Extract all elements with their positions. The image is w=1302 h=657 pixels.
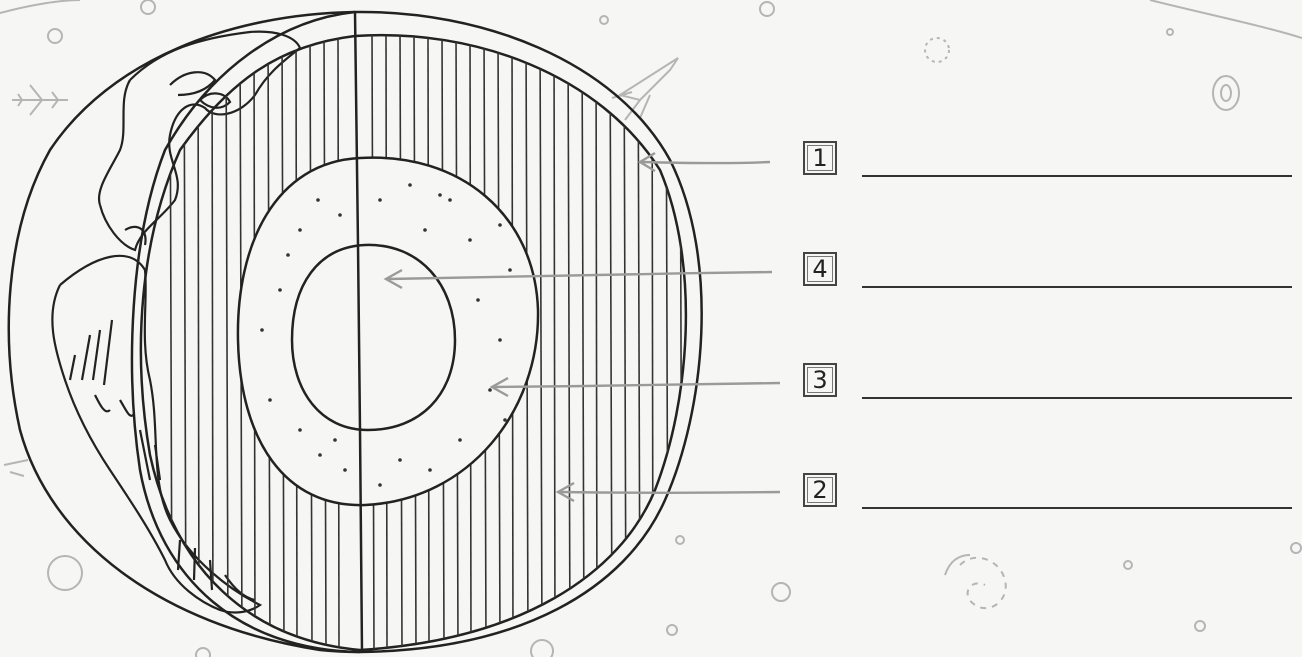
inner-core-boundary <box>292 245 455 430</box>
answer-line-mantle[interactable] <box>862 507 1292 509</box>
label-box-outer-core: 3 <box>803 363 837 397</box>
label-box-mantle: 2 <box>803 473 837 507</box>
answer-line-inner-core[interactable] <box>862 286 1292 288</box>
answer-line-outer-core[interactable] <box>862 397 1292 399</box>
answer-line-crust[interactable] <box>862 175 1292 177</box>
label-box-inner-core: 4 <box>803 252 837 286</box>
label-box-crust: 1 <box>803 141 837 175</box>
arrow-outer-core <box>492 378 780 396</box>
arrow-mantle <box>558 483 780 501</box>
